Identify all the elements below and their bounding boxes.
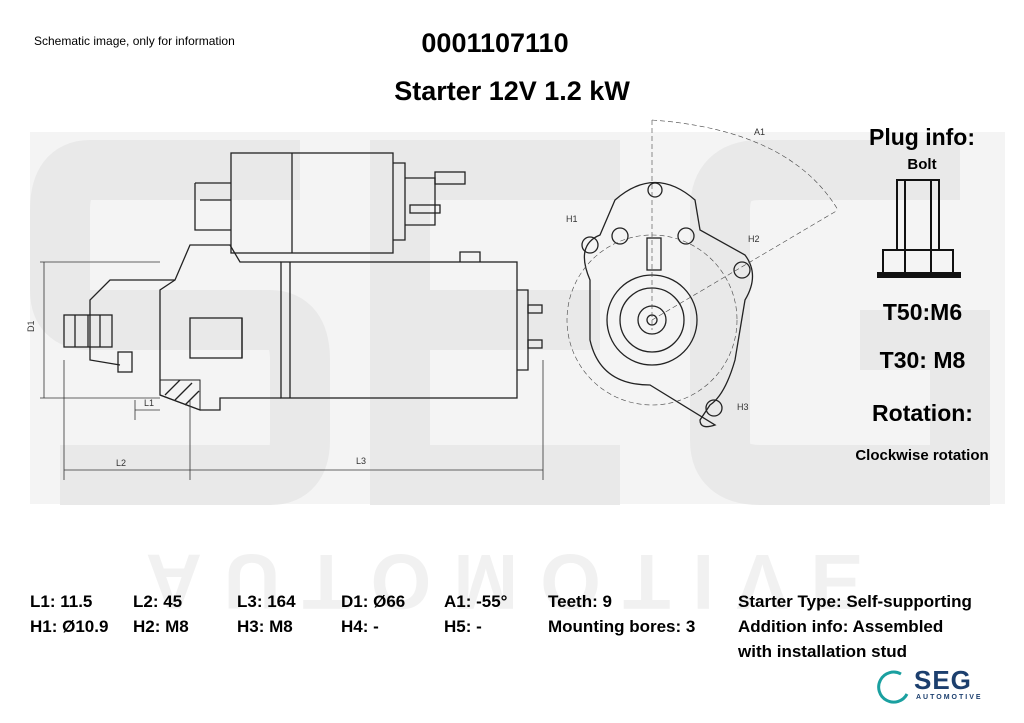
plug-info-title: Plug info: <box>868 124 976 150</box>
bolt-icon <box>877 179 961 278</box>
t30-spec: T30: M8 <box>879 347 966 373</box>
spec-h1: H1: Ø10.9 <box>30 617 109 636</box>
spec-addition-info: Addition info: Assembled <box>738 617 944 636</box>
spec-l1: L1: 11.5 <box>30 592 93 611</box>
plug-type: Bolt <box>907 156 937 173</box>
spec-h4: H4: - <box>341 617 379 636</box>
label-a1: A1 <box>754 127 765 137</box>
label-l3: L3 <box>356 456 366 466</box>
part-number: 0001107110 <box>421 28 569 58</box>
label-h2: H2 <box>748 234 760 244</box>
spec-a1: A1: -55° <box>444 592 508 611</box>
spec-h2: H2: M8 <box>133 617 189 636</box>
spec-teeth: Teeth: 9 <box>548 592 612 611</box>
label-l2: L2 <box>116 458 126 468</box>
label-h3: H3 <box>737 402 749 412</box>
rotation-label: Rotation: <box>872 400 973 426</box>
spec-starter-type: Starter Type: Self-supporting <box>738 592 972 611</box>
spec-l3: L3: 164 <box>237 592 296 611</box>
seg-logo-text: SEG <box>914 665 972 695</box>
spec-addition-info-cont: with installation stud <box>738 642 908 661</box>
spec-l2: L2: 45 <box>133 592 183 611</box>
t50-spec: T50:M6 <box>882 299 963 325</box>
schematic-note: Schematic image, only for information <box>34 34 235 48</box>
seg-logo-icon <box>877 670 909 704</box>
label-h1: H1 <box>566 214 578 224</box>
seg-logo-subtext: AUTOMOTIVE <box>916 694 983 701</box>
spec-d1: D1: Ø66 <box>341 592 406 611</box>
label-l1: L1 <box>144 398 154 408</box>
spec-h3: H3: M8 <box>237 617 293 636</box>
spec-mounting-bores: Mounting bores: 3 <box>548 617 696 636</box>
spec-h5: H5: - <box>444 617 482 636</box>
product-title: Starter 12V 1.2 kW <box>394 76 630 106</box>
label-d1: D1 <box>26 320 36 332</box>
rotation-value: Clockwise rotation <box>855 447 989 464</box>
